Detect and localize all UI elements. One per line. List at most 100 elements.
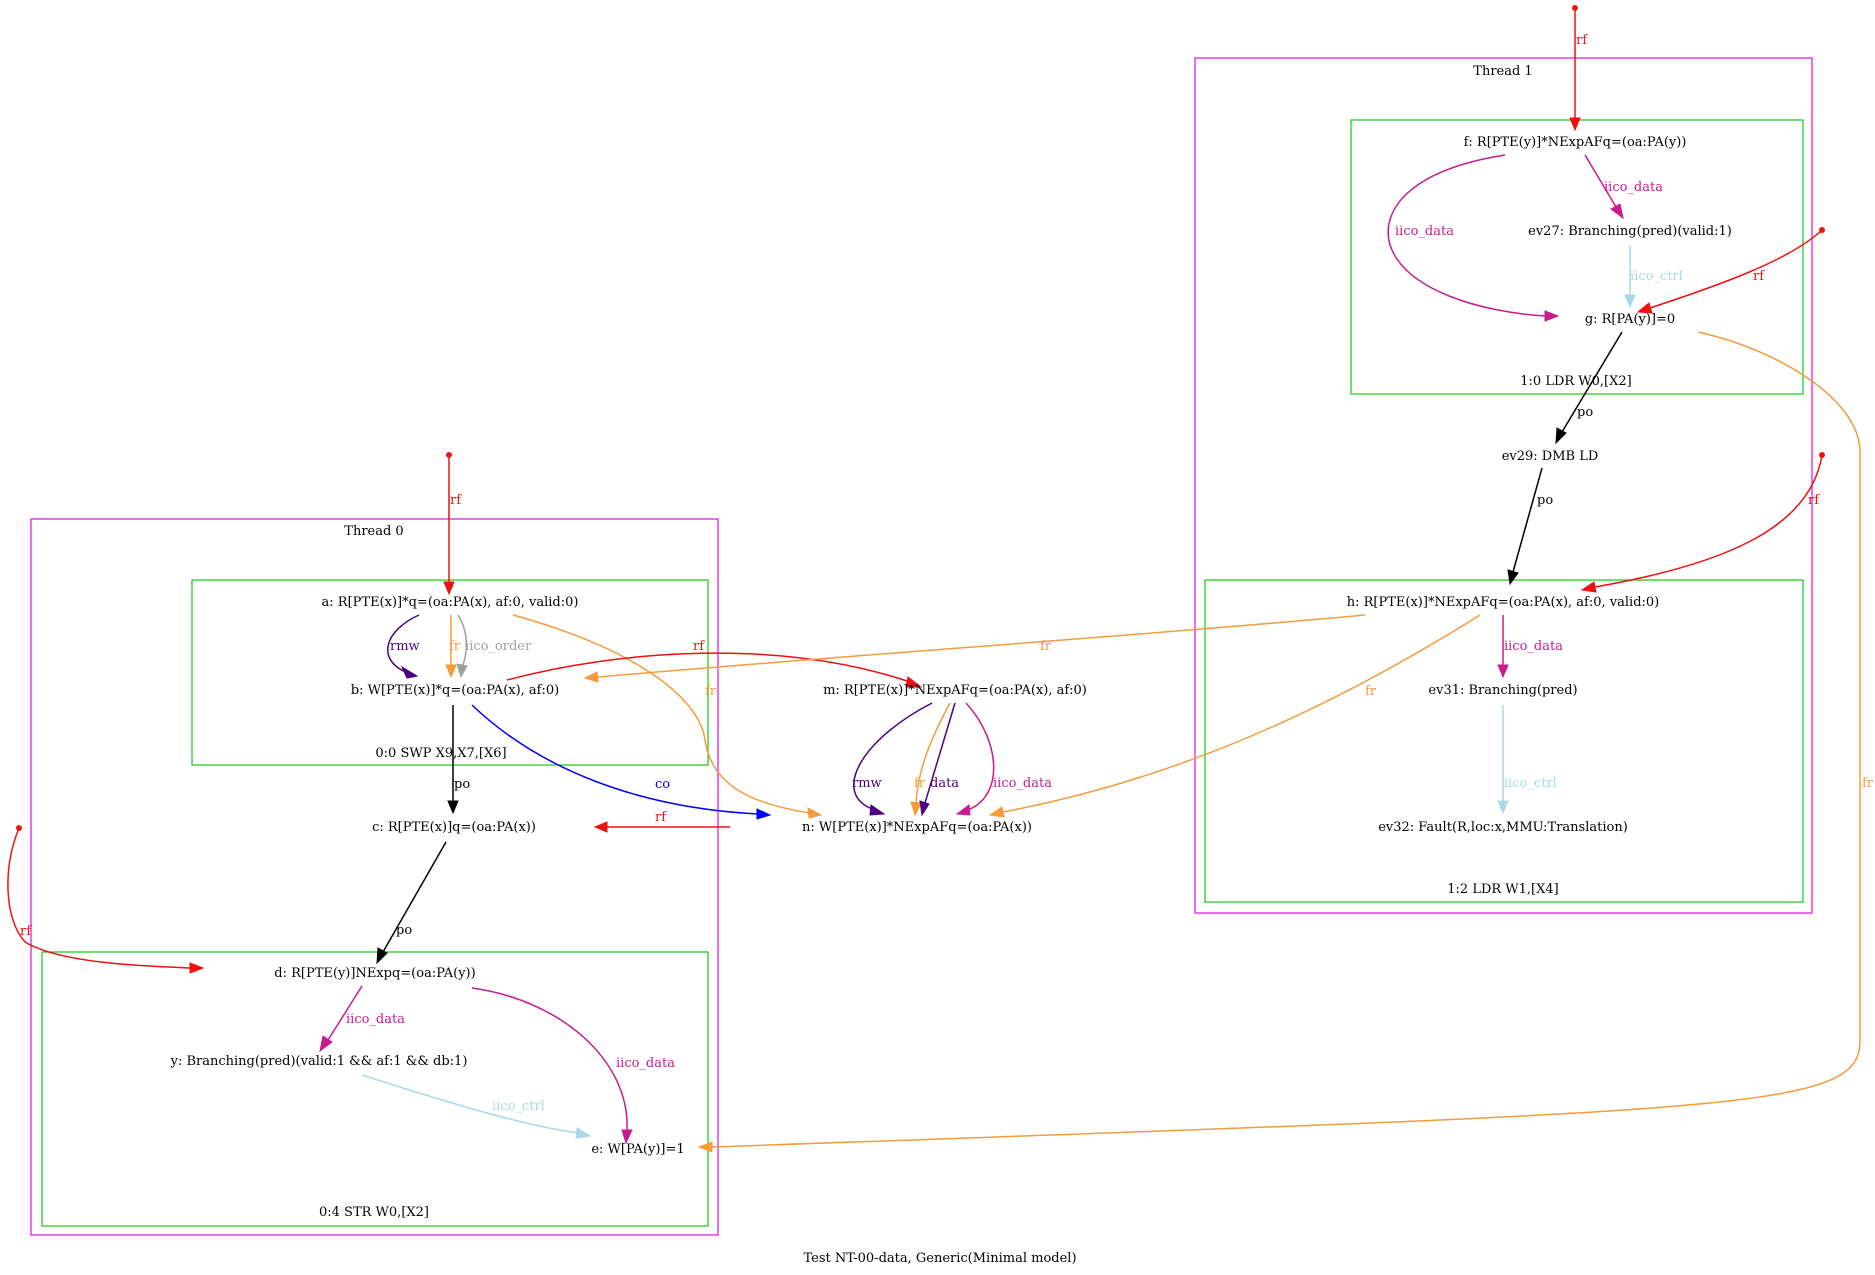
edge-po-ev29-h: po [1507,467,1553,586]
edge-iico-data-f-g-arrow [1544,310,1560,322]
event-f: f: R[PTE(y)]*NExpAFq=(oa:PA(y)) [1464,135,1687,150]
instr-0-0-label: 0:0 SWP X9,X7,[X6] [375,746,506,761]
edge-rf-init-a: rf [443,452,462,596]
edge-fr-m-n: fr [910,702,951,817]
edge-fr-g-e: fr [697,331,1874,1153]
edge-rf-b-m-label: rf [693,639,705,654]
edge-fr-g-e-arrow [697,1141,713,1153]
edge-fr-h-b-label: fr [1040,639,1052,654]
edge-fr-h-b: fr [583,614,1366,683]
edge-rf-init-d-line [7,827,191,969]
edge-iico-data-f-g: iico_data [1387,154,1560,322]
edge-iico-data-d-y-arrow [319,1035,333,1053]
edge-iico-ctrl-y-e-label: iico_ctrl [492,1099,545,1114]
edge-po-b-c-arrow [447,800,459,815]
edge-fr-g-e-line [711,331,1861,1148]
event-n: n: W[PTE(x)]*NExpAFq=(oa:PA(x)) [802,820,1032,835]
thread-0-border [30,518,719,1236]
edge-fr-g-e-label: fr [1862,776,1874,791]
edge-po-g-ev29-arrow [1555,427,1567,445]
edge-co-b-n-line [471,704,759,815]
edge-data-m-n-arrow [919,800,930,817]
edge-rmw-m-n-arrow [869,804,886,816]
edge-co-b-n: co [471,704,772,820]
edge-rf-b-m-arrow [905,676,923,688]
edge-iico-data-f-ev27-arrow [1610,203,1624,220]
event-d: d: R[PTE(y)]NExpq=(oa:PA(y)) [274,966,475,981]
edge-iico-ctrl-y-e-arrow [575,1127,592,1139]
edge-iico-ctrl-y-e-line [361,1074,579,1134]
edge-rf-n-c-arrow [593,821,608,833]
edge-rmw-a-b-line [387,614,420,674]
edge-rf-b-m: rf [506,639,923,688]
edge-iico-data-d-y: iico_data [319,985,405,1053]
edge-co-b-n-arrow [756,808,772,820]
edge-po-g-ev29-line [1561,331,1623,433]
edge-iico-data-d-e-line [471,987,628,1131]
event-g: g: R[PA(y)]=0 [1585,312,1675,327]
edge-rmw-m-n-line [853,702,933,811]
edge-rmw-a-b-label: rmw [390,639,420,654]
edge-rf-init-a-label: rf [450,493,462,508]
edge-iico-ctrl-ev27-g-label: iico_ctrl [1630,269,1683,284]
edge-po-c-d-line [382,841,447,953]
edge-fr-h-n: fr [988,614,1481,818]
edge-iico-ctrl-ev27-g: iico_ctrl [1624,245,1683,309]
edge-fr-a-n: fr [512,614,823,819]
edge-po-c-d: po [376,841,447,965]
edge-po-ev29-h-label: po [1537,493,1553,508]
event-ev32: ev32: Fault(R,loc:x,MMU:Translation) [1378,820,1628,835]
edge-rmw-a-b-arrow [400,665,419,679]
edge-po-g-ev29-label: po [1577,405,1593,420]
event-m: m: R[PTE(x)]*NExpAFq=(oa:PA(x), af:0) [823,683,1087,698]
edge-rf-init-g-arrow [1636,302,1653,314]
edge-co-b-n-label: co [655,777,670,792]
edge-rf-init-h-line [1594,454,1823,588]
instr-1-0-label: 1:0 LDR W0,[X2] [1520,374,1631,389]
edge-fr-m-n-arrow [910,801,922,817]
edge-rf-init-d-arrow [189,962,205,974]
event-y: y: Branching(pred)(valid:1 && af:1 && db… [170,1054,468,1069]
edge-iico-data-m-n-line [965,702,995,811]
edge-iico-data-f-g-label: iico_data [1395,224,1454,239]
edge-data-m-n: data [919,702,959,817]
edge-iico-order-a-b: iico_order [456,614,532,679]
edge-iico-data-f-ev27-label: iico_data [1604,180,1663,195]
edge-iico-order-a-b-label: iico_order [465,639,532,654]
edge-iico-order-a-b-arrow [456,663,468,679]
event-c: c: R[PTE(x)]q=(oa:PA(x)) [372,820,536,835]
edge-rmw-a-b: rmw [387,614,420,679]
edge-iico-ctrl-y-e: iico_ctrl [361,1074,592,1139]
edge-iico-data-f-g-line [1387,154,1546,317]
edge-iico-order-a-b-line [457,614,468,666]
instr-0-4-label: 0:4 STR W0,[X2] [319,1205,429,1220]
edge-iico-data-m-n-label: iico_data [993,776,1052,791]
edge-iico-data-h-ev31-arrow [1497,664,1509,679]
edge-fr-h-n-label: fr [1365,684,1377,699]
instr-1-2-cluster: 1:2 LDR W1,[X4] [1204,579,1804,903]
edge-rf-init-f-arrow [1569,117,1581,132]
instr-0-0-border [191,579,709,766]
edge-rf-init-g: rf [1636,227,1825,314]
edge-fr-h-b-line [597,614,1366,678]
edge-iico-data-d-y-label: iico_data [346,1012,405,1027]
edge-po-b-c-label: po [454,777,470,792]
edge-rf-init-h-arrow [1580,581,1597,593]
thread-0-title: Thread 0 [344,524,403,539]
edge-rf-init-a-arrow [443,581,455,596]
edge-iico-ctrl-ev31-ev32-arrow [1497,800,1509,815]
event-a: a: R[PTE(x)]*q=(oa:PA(x), af:0, valid:0) [322,595,579,610]
edge-iico-ctrl-ev31-ev32: iico_ctrl [1497,705,1557,815]
edge-rf-n-c-label: rf [655,810,667,825]
edge-iico-data-f-ev27-line [1584,154,1617,208]
event-nodes: a: R[PTE(x)]*q=(oa:PA(x), af:0, valid:0)… [170,135,1732,1157]
edge-rf-init-h: rf [1580,452,1825,593]
edge-rf-n-c: rf [593,810,730,833]
edge-fr-m-n-line [915,702,951,804]
edge-iico-ctrl-ev27-g-arrow [1624,294,1636,309]
event-ev29: ev29: DMB LD [1502,449,1599,464]
event-ev27: ev27: Branching(pred)(valid:1) [1528,224,1732,239]
instr-0-4-border [41,951,709,1227]
edges: rf rmw fr iico_order fr [7,5,1874,1153]
